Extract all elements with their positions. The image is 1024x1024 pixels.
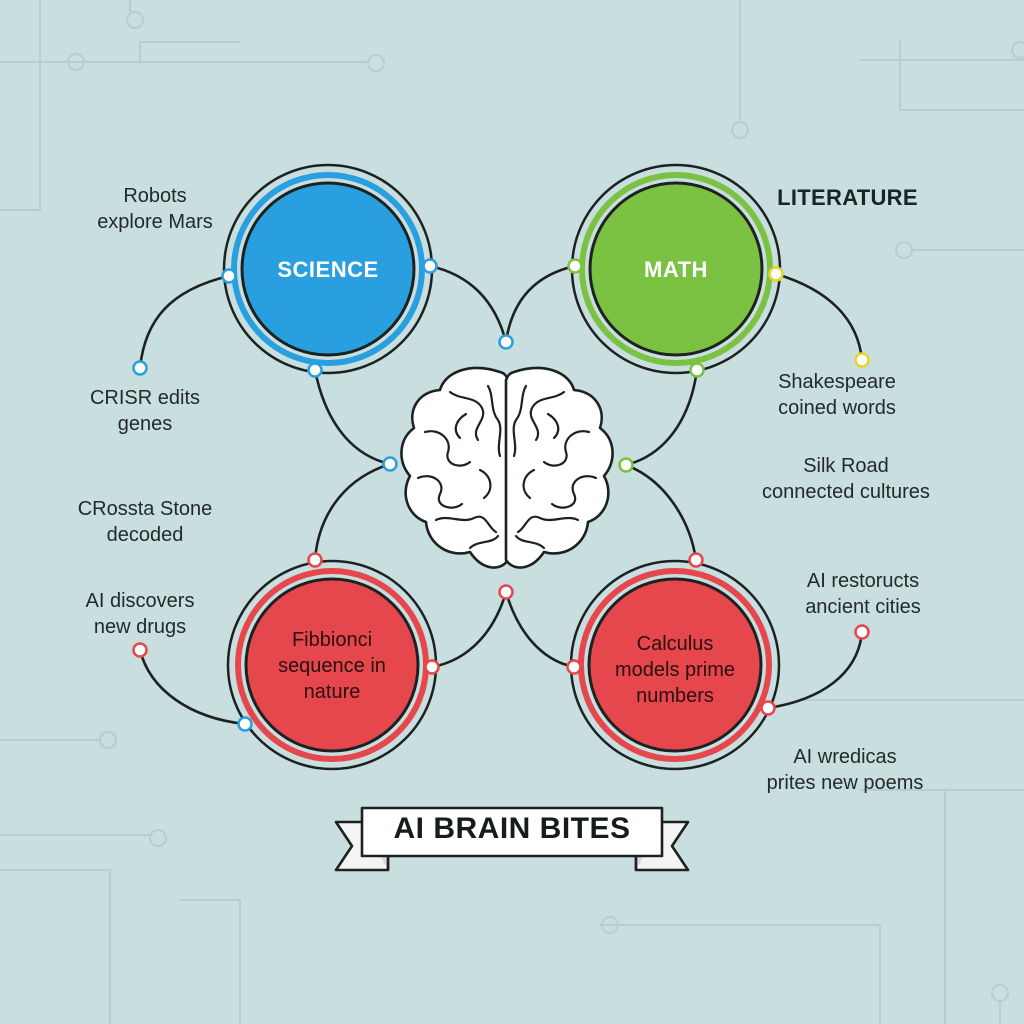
fact-rosetta-line-1: CRossta Stone <box>77 498 213 520</box>
dot-math-left <box>567 258 583 274</box>
connector-brain-calc <box>624 463 698 562</box>
fact-crisr-line-2: genes <box>117 413 173 435</box>
dot-drugs <box>132 642 148 658</box>
dot-fib-bottom <box>237 716 253 732</box>
dot-calc-bottom <box>760 700 776 716</box>
dot-calc-top <box>688 552 704 568</box>
fact-shakespeare-line-2: coined words <box>778 397 896 419</box>
connector-calc-cities <box>766 630 864 710</box>
fact-drugs: AI discovers new drugs <box>60 588 220 640</box>
connector-fib-drugs <box>138 648 247 726</box>
fact-shakespeare-line-1: Shakespeare <box>778 371 896 393</box>
connector-center-fib <box>430 590 508 669</box>
dot-fib-top <box>307 552 323 568</box>
dot-science-left <box>221 268 237 284</box>
fibonacci-label: Fibbionci sequence in nature <box>247 627 417 705</box>
fact-silk: Silk Road connected cultures <box>746 453 946 505</box>
dot-math-right <box>768 266 784 282</box>
fact-silk-line-1: Silk Road <box>803 455 889 477</box>
dot-shakespeare <box>854 352 870 368</box>
dot-science-bottom <box>307 362 323 378</box>
dot-bottom-center <box>498 584 514 600</box>
dot-cities <box>854 624 870 640</box>
connector-science-center <box>428 264 508 344</box>
fact-shakespeare: Shakespeare coined words <box>757 369 917 421</box>
fact-robots-line-2: explore Mars <box>97 211 213 233</box>
fact-crisr-line-1: CRISR edits <box>89 387 201 409</box>
fact-cities-line-1: AI restoructs <box>806 570 920 592</box>
math-label: MATH <box>644 257 708 282</box>
math-node <box>570 163 782 375</box>
literature-heading: LITERATURE <box>777 185 918 210</box>
dot-brain-right <box>618 457 634 473</box>
dot-fib-right <box>424 659 440 675</box>
connector-math-brain <box>624 368 699 467</box>
connector-science-robots <box>138 274 231 370</box>
connector-center-calc <box>504 590 576 669</box>
science-node <box>222 163 434 375</box>
banner-title: AI BRAIN BITES <box>393 812 631 845</box>
dot-math-bottom <box>689 362 705 378</box>
calculus-line-3: numbers <box>636 685 714 707</box>
fact-poems-line-2: prites new poems <box>766 772 924 794</box>
connector-lines <box>138 264 864 726</box>
fact-rosetta: CRossta Stone decoded <box>60 496 230 548</box>
fact-robots-line-1: Robots <box>123 185 187 207</box>
fact-cities-line-2: ancient cities <box>805 596 921 618</box>
science-label: SCIENCE <box>277 257 379 282</box>
fact-silk-line-2: connected cultures <box>762 481 930 503</box>
dot-robots <box>132 360 148 376</box>
fact-cities: AI restoructs ancient cities <box>783 568 943 620</box>
fact-drugs-line-1: AI discovers <box>85 590 195 612</box>
fibonacci-line-3: nature <box>303 681 361 703</box>
fact-robots: Robots explore Mars <box>75 183 235 235</box>
connector-math-center <box>504 264 577 344</box>
connector-math-shakespeare <box>774 272 864 362</box>
connector-brain-fib <box>313 462 392 562</box>
brain-icon <box>400 366 614 569</box>
dot-science-right <box>422 258 438 274</box>
calculus-label: Calculus models prime numbers <box>590 631 760 709</box>
fact-poems-line-1: AI wredicas <box>793 746 897 768</box>
fibonacci-line-2: sequence in <box>278 655 386 677</box>
calculus-line-1: Calculus <box>636 633 714 655</box>
connector-dots <box>132 258 870 732</box>
fact-poems: AI wredicas prites new poems <box>750 744 940 796</box>
title-banner <box>334 806 690 872</box>
connector-science-brain <box>313 368 392 466</box>
fact-drugs-line-2: new drugs <box>93 616 187 638</box>
fibonacci-line-1: Fibbionci <box>291 629 373 651</box>
dot-brain-left <box>382 456 398 472</box>
calculus-line-2: models prime <box>614 659 736 681</box>
dot-top-center <box>498 334 514 350</box>
dot-calc-left <box>566 659 582 675</box>
fact-crisr: CRISR edits genes <box>65 385 225 437</box>
fact-rosetta-line-2: decoded <box>106 524 184 546</box>
